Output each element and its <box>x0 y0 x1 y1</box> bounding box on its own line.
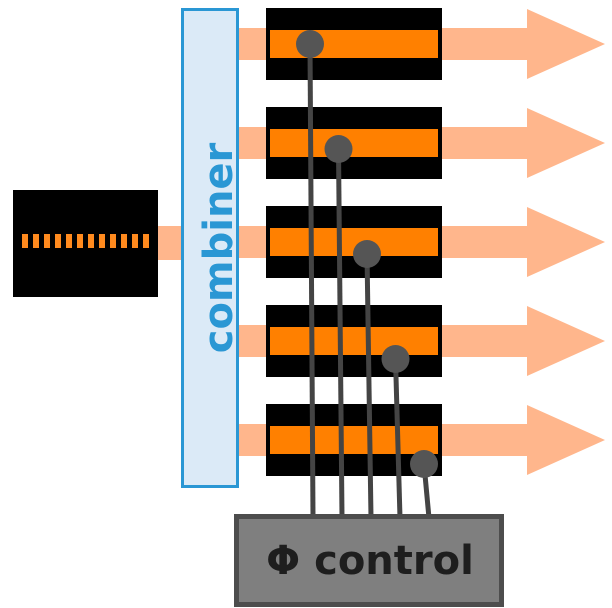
combiner-box <box>181 8 239 488</box>
phase-tap-dot <box>324 135 353 163</box>
phase-modulator <box>266 107 442 179</box>
combiner-label: combiner <box>196 142 242 353</box>
phase-tap-dot <box>353 240 381 268</box>
phase-taps <box>296 30 438 478</box>
grating-tooth <box>22 234 28 248</box>
grating-tooth <box>99 234 105 248</box>
input-beam <box>155 226 185 260</box>
grating-tooth <box>55 234 61 248</box>
control-wire <box>364 253 374 519</box>
phase-modulators <box>266 8 442 476</box>
phase-control-box <box>234 514 504 607</box>
phase-tap-dot <box>296 30 324 58</box>
modulator-waveguide <box>270 327 438 355</box>
modulator-waveguide <box>270 129 438 157</box>
grating-tooth <box>132 234 138 248</box>
laser-source <box>13 190 158 297</box>
grating-pattern <box>22 234 149 248</box>
phase-modulator <box>266 305 442 377</box>
modulator-waveguide <box>270 426 438 454</box>
phase-modulator <box>266 206 442 278</box>
phase-tap-dot <box>381 345 410 373</box>
grating-tooth <box>88 234 94 248</box>
grating-tooth <box>66 234 72 248</box>
grating-tooth <box>33 234 39 248</box>
modulator-waveguide <box>270 30 438 58</box>
grating-tooth <box>143 234 149 248</box>
grating-tooth <box>44 234 50 248</box>
grating-tooth <box>121 234 127 248</box>
control-wire <box>336 148 345 519</box>
phase-modulator <box>266 8 442 80</box>
grating-tooth <box>77 234 83 248</box>
phase-tap-dot <box>410 450 438 478</box>
control-wire <box>307 43 316 519</box>
phase-control-label: Φ control <box>266 538 474 584</box>
control-wires <box>307 43 432 519</box>
grating-tooth <box>110 234 116 248</box>
control-wire <box>393 358 403 519</box>
